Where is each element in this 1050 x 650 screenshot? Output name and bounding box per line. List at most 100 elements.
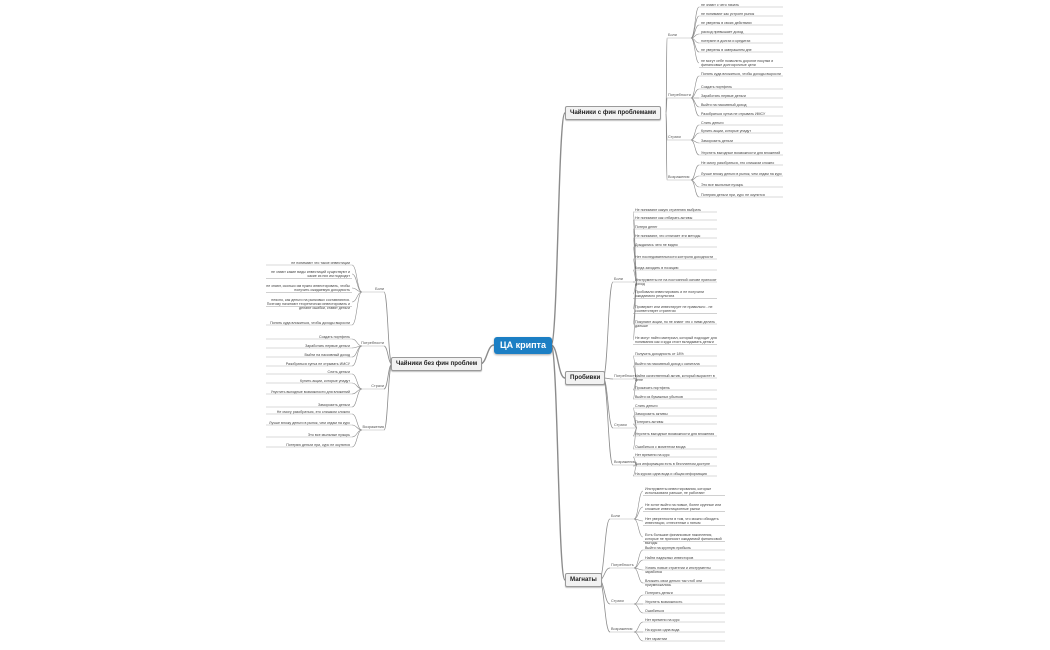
leaf-item[interactable]: Создать портфель: [319, 334, 350, 339]
leaf-item[interactable]: Купить акции, которые упадут: [300, 378, 350, 383]
leaf-item[interactable]: Дождались чего не видно: [635, 242, 678, 247]
leaf-item[interactable]: Понять куда вложиться, чтобы доходы выро…: [701, 71, 781, 76]
leaf-item[interactable]: неясно, как деньги на рынковых составляю…: [266, 297, 350, 311]
leaf-item[interactable]: Не смогу разобраться, это слишком сложно: [276, 409, 350, 414]
leaf-item[interactable]: Заработать первые деньги: [701, 93, 746, 98]
leaf-item[interactable]: Выйти из бумажных убытков: [635, 394, 683, 399]
leaf-item[interactable]: Инструменты инвестирования, которые испо…: [645, 486, 712, 495]
leaf-item[interactable]: не понимают что такое инвестиции: [291, 260, 350, 265]
group-label[interactable]: Боли: [614, 276, 623, 281]
branch-novices-without-problems[interactable]: Чайники без фин проблем: [391, 357, 483, 371]
group-label[interactable]: Страхи: [668, 134, 681, 139]
leaf-item[interactable]: Есть большие финансовые накопления, кото…: [645, 532, 722, 546]
leaf-item[interactable]: Получить доходность от 18%: [635, 351, 684, 356]
leaf-item[interactable]: Покупают акции, но не знают что с ними д…: [635, 319, 715, 328]
leaf-item[interactable]: Слить деньги: [635, 403, 658, 408]
leaf-item[interactable]: Заработать первые деньги: [305, 343, 350, 348]
leaf-item[interactable]: Потеряю деньги при, курс не окупится: [701, 192, 765, 197]
leaf-item[interactable]: Заморозить активы: [635, 411, 668, 416]
leaf-item[interactable]: Не понимают какую стратегию выбрать: [635, 207, 701, 212]
leaf-item[interactable]: Выйти на пассивный доход: [304, 352, 350, 357]
leaf-item[interactable]: Нет времени на курс: [635, 452, 670, 457]
branch-probivki[interactable]: Пробивки: [565, 371, 606, 385]
group-label[interactable]: Страхи: [371, 383, 384, 388]
leaf-item[interactable]: Выйти на пассивный доход: [701, 102, 747, 107]
leaf-item[interactable]: не понимают как устроен рынок: [701, 11, 755, 16]
leaf-item[interactable]: Пробовали инвестировать и не получили ож…: [635, 289, 704, 298]
leaf-item[interactable]: не уверены в своих действиях: [701, 20, 752, 25]
group-label[interactable]: Потребность: [614, 373, 637, 378]
leaf-item[interactable]: Лучше вложу деньги в рынок, чем отдам на…: [269, 420, 350, 425]
leaf-item[interactable]: расход превышает доход: [701, 29, 744, 34]
connector: [690, 15, 700, 39]
leaf-item[interactable]: Узнать новые стратегии и инструменты зар…: [645, 565, 711, 574]
leaf-item[interactable]: Вложить свои деньги так чтоб они приумно…: [645, 578, 703, 587]
group-label[interactable]: Возражения: [614, 459, 636, 464]
group-label[interactable]: Потребность: [611, 562, 634, 567]
leaf-item[interactable]: Проверяет или инвестирует не правильно -…: [635, 304, 713, 313]
leaf-item[interactable]: Создать портфель: [701, 84, 732, 89]
connector: [602, 377, 614, 466]
leaf-item[interactable]: Упустить возможность: [645, 599, 683, 604]
connector: [633, 567, 644, 584]
leaf-item[interactable]: Нет уверенности в том, что можно обходит…: [645, 516, 719, 525]
leaf-item[interactable]: Найти надежных инвесторов: [645, 555, 694, 560]
leaf-item[interactable]: не знают с чего начать: [701, 2, 739, 7]
branch-novices-with-problems[interactable]: Чайники с фин проблемами: [565, 106, 662, 120]
leaf-item[interactable]: Это все мыльные пузырь: [307, 432, 350, 437]
leaf-item[interactable]: Купить акции, которые упадут: [701, 128, 751, 133]
leaf-item[interactable]: Потеряю деньги при, курс не окупится: [286, 442, 350, 447]
group-label[interactable]: Потребности: [361, 340, 384, 345]
leaf-item[interactable]: Не понимают, что отличает эти методы: [635, 233, 701, 238]
leaf-item[interactable]: Выйти на крупную прибыль: [645, 545, 691, 550]
leaf-item[interactable]: не знают какие виды инвестиций существую…: [271, 269, 350, 278]
leaf-item[interactable]: Потерять деньги: [645, 590, 673, 595]
leaf-item[interactable]: Потерять активы: [635, 419, 664, 424]
group-label[interactable]: Возражения: [611, 626, 633, 631]
leaf-item[interactable]: Не понимают как отбирать активы: [635, 215, 693, 220]
leaf-item[interactable]: Потеря денег: [635, 224, 658, 229]
leaf-item[interactable]: Когда заходить в позицию: [635, 265, 679, 270]
leaf-item[interactable]: Упустить выгодные возможности для вложен…: [701, 150, 781, 155]
group-label[interactable]: Возражения: [668, 174, 690, 179]
leaf-item[interactable]: Слить деньги: [701, 120, 724, 125]
root-node[interactable]: ЦА крипта: [494, 337, 552, 354]
leaf-item[interactable]: не уверены в завтрашнем дне: [701, 47, 752, 52]
leaf-item[interactable]: Это все мыльные пузырь: [701, 182, 744, 187]
leaf-item[interactable]: Слить деньги: [327, 369, 351, 374]
leaf-item[interactable]: Лучше вложу деньги в рынок, чем отдам на…: [701, 171, 782, 176]
leaf-item[interactable]: На курсах одна вода и общая информация: [635, 471, 707, 476]
leaf-item[interactable]: Ошибиться с моментом входа: [635, 444, 686, 449]
leaf-item[interactable]: Нет гарантии: [645, 636, 667, 641]
branch-magnates[interactable]: Магнаты: [565, 573, 602, 587]
leaf-item[interactable]: Разобраться хунча не отрывать ИМСУ: [701, 111, 766, 116]
leaf-item[interactable]: не могут себе позволить дорогие покупки …: [701, 58, 774, 67]
leaf-item[interactable]: Упустить выгодные возможности для вложен…: [635, 431, 715, 436]
group-label[interactable]: Боли: [668, 32, 677, 37]
leaf-item[interactable]: Инструменты не на постоянной основе прин…: [635, 277, 717, 286]
leaf-item[interactable]: Упустить выгодные возможности для вложен…: [270, 389, 350, 394]
leaf-item[interactable]: не знают, сколько им нужно инвестировать…: [266, 283, 350, 292]
leaf-item[interactable]: Нет последовательности контроля доходнос…: [635, 254, 714, 259]
leaf-item[interactable]: Не могут найти материал, который подходи…: [635, 335, 717, 344]
group-label[interactable]: Страхи: [614, 422, 627, 427]
group-label[interactable]: Боли: [375, 286, 384, 291]
group-label[interactable]: Страхи: [611, 598, 624, 603]
leaf-item[interactable]: Ошибиться: [645, 608, 665, 613]
leaf-item[interactable]: Заморозить деньги: [317, 402, 350, 407]
leaf-item[interactable]: потерянн в долгах и кредитах: [701, 38, 751, 43]
leaf-item[interactable]: Выйти на пассивный доход с капитала: [635, 361, 700, 366]
group-label[interactable]: Боли: [611, 513, 620, 518]
leaf-item[interactable]: Прокачать портфель: [635, 385, 670, 390]
leaf-item[interactable]: Заморозить деньги: [701, 138, 734, 143]
leaf-item[interactable]: Не смогу разобраться, это слишком сложно: [701, 160, 775, 165]
leaf-item[interactable]: Нет времени на курс: [645, 617, 680, 622]
leaf-item[interactable]: Понять куда вложиться, чтобы доходы выро…: [270, 320, 350, 325]
leaf-item[interactable]: Найти качественный актив, который выраст…: [635, 373, 715, 382]
group-label[interactable]: Потребности: [668, 92, 691, 97]
leaf-item[interactable]: Вся информация есть в бесплатном доступе: [635, 461, 710, 466]
group-label[interactable]: Возражения: [362, 424, 385, 429]
leaf-item[interactable]: На курсах одна вода: [645, 627, 680, 632]
leaf-item[interactable]: Не хотят выйти на новые, более крупные и…: [645, 502, 722, 511]
leaf-item[interactable]: Разобраться хунча не отрывать ИМСУ: [285, 361, 350, 366]
